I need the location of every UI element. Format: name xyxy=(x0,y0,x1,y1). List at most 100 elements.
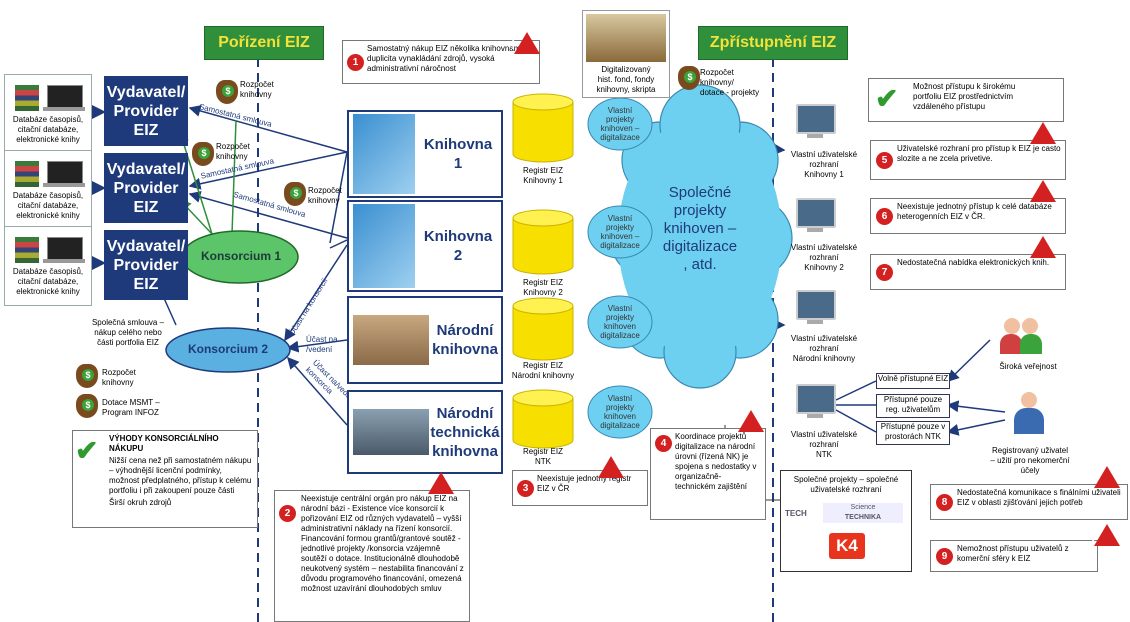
problem-number: 9 xyxy=(936,548,953,565)
database-label-line: elektronické knihy xyxy=(16,211,80,220)
database-label-line: Databáze časopisů, xyxy=(12,115,84,124)
registered-user-icon xyxy=(1012,392,1046,436)
budget-label-line: Rozpočet xyxy=(240,80,274,89)
provider-box-1: Vydavatel/ Provider EIZ xyxy=(104,76,188,146)
onsite-access-box: Přístupné pouze v prostorách NTK xyxy=(876,421,950,445)
provider-title: EIZ xyxy=(133,198,159,216)
budget-label-line: knihovny xyxy=(102,378,134,387)
warning-icon xyxy=(428,472,454,494)
dotace-msmt-label: Dotace MSMT – Program INFOZ xyxy=(102,398,182,418)
budget-label-line: Rozpočet xyxy=(216,142,250,151)
warning-icon xyxy=(1030,122,1056,144)
budget-label-line: knihovny xyxy=(216,152,248,161)
budget-label: Rozpočet knihovny xyxy=(240,80,284,100)
database-label-line: citační databáze, xyxy=(17,277,79,286)
building-icon xyxy=(353,204,415,288)
money-bag-icon xyxy=(76,394,98,418)
phase-acquisition-header: Pořízení EIZ xyxy=(204,26,324,60)
database-label-line: Databáze časopisů, xyxy=(12,267,84,276)
problem-1: 1 Samostatný nákup EIZ několika knihovna… xyxy=(342,40,540,84)
warning-icon xyxy=(598,456,624,478)
budget-label-line: knihovny xyxy=(308,196,340,205)
money-bag-icon xyxy=(216,80,238,104)
provider-box-3: Vydavatel/ Provider EIZ xyxy=(104,230,188,300)
joint-contract-line: nákup celého nebo xyxy=(94,328,162,337)
computer-icon xyxy=(796,384,836,418)
provider-title: EIZ xyxy=(133,121,159,139)
budget-label-line: Rozpočet xyxy=(308,186,342,195)
provider-title: Provider xyxy=(113,102,179,120)
database-label-line: Databáze časopisů, xyxy=(12,191,84,200)
problem-text: Koordinace projektů digitalizace na náro… xyxy=(675,432,757,491)
money-bag-icon xyxy=(76,364,98,388)
budget-item xyxy=(678,66,700,90)
building-icon xyxy=(353,114,415,194)
budget-item xyxy=(284,182,306,206)
problem-8: 8 Nedostatečná komunikace s finálními už… xyxy=(930,484,1128,520)
problem-6: 6 Neexistuje jednotný přístup k celé dat… xyxy=(870,198,1066,234)
problem-text: Neexistuje jednotný registr EIZ v ČR xyxy=(537,474,632,493)
books-laptop-icon xyxy=(5,227,91,267)
database-label-line: citační databáze, xyxy=(17,201,79,210)
budget-item xyxy=(76,364,98,388)
provider-title: Vydavatel/ xyxy=(106,237,186,255)
budget-label-line: Rozpočet xyxy=(102,368,136,377)
old-books-icon xyxy=(586,14,666,62)
problem-text: Neexistuje centrální orgán pro nákup EIZ… xyxy=(301,494,464,593)
budget-label: Rozpočet knihovny xyxy=(308,186,352,206)
provider-title: EIZ xyxy=(133,275,159,293)
money-bag-icon xyxy=(284,182,306,206)
edge-label-management: Účast na /vedení xyxy=(306,335,338,354)
warning-icon xyxy=(738,410,764,432)
problem-number: 4 xyxy=(655,435,672,452)
problem-text: Nedostatečná nabídka elektronických knih… xyxy=(897,258,1050,267)
problem-number: 3 xyxy=(517,480,534,497)
consortium-1: Konsorcium 1 xyxy=(200,249,281,263)
joint-contract-label: Společná smlouva – nákup celého nebo čás… xyxy=(82,318,174,348)
problem-number: 1 xyxy=(347,54,364,71)
warning-icon xyxy=(1094,524,1120,546)
problem-text: Samostatný nákup EIZ několika knihovnami… xyxy=(367,44,529,73)
registered-user-label: Registrovaný uživatel– užití pro nekomer… xyxy=(990,446,1070,475)
advantage-item: Nižší cena než při samostatném nákupu – … xyxy=(109,456,252,495)
people-group-icon xyxy=(1000,318,1060,354)
dotace-label-line: Dotace MSMT – xyxy=(102,398,160,407)
computer-icon xyxy=(796,198,836,232)
joint-contract-line: Společná smlouva – xyxy=(91,318,165,327)
money-bag-icon xyxy=(192,142,214,166)
problem-3: 3 Neexistuje jednotný registr EIZ v ČR xyxy=(512,470,648,506)
database-box-2: Databáze časopisů, citační databáze, ele… xyxy=(4,150,92,230)
provider-title: Vydavatel/ xyxy=(106,83,186,101)
problem-2: 2 Neexistuje centrální orgán pro nákup E… xyxy=(274,490,470,622)
ntk-building-photo xyxy=(353,409,429,455)
checkmark-icon: ✔ xyxy=(75,435,99,466)
problem-number: 2 xyxy=(279,505,296,522)
problem-number: 5 xyxy=(876,152,893,169)
national-library-photo xyxy=(353,315,429,365)
database-label-line: elektronické knihy xyxy=(16,135,80,144)
warning-icon xyxy=(1094,466,1120,488)
provider-title: Provider xyxy=(113,256,179,274)
computer-icon xyxy=(796,104,836,138)
problem-5: 5 Uživatelské rozhraní pro přístup k EIZ… xyxy=(870,140,1066,180)
